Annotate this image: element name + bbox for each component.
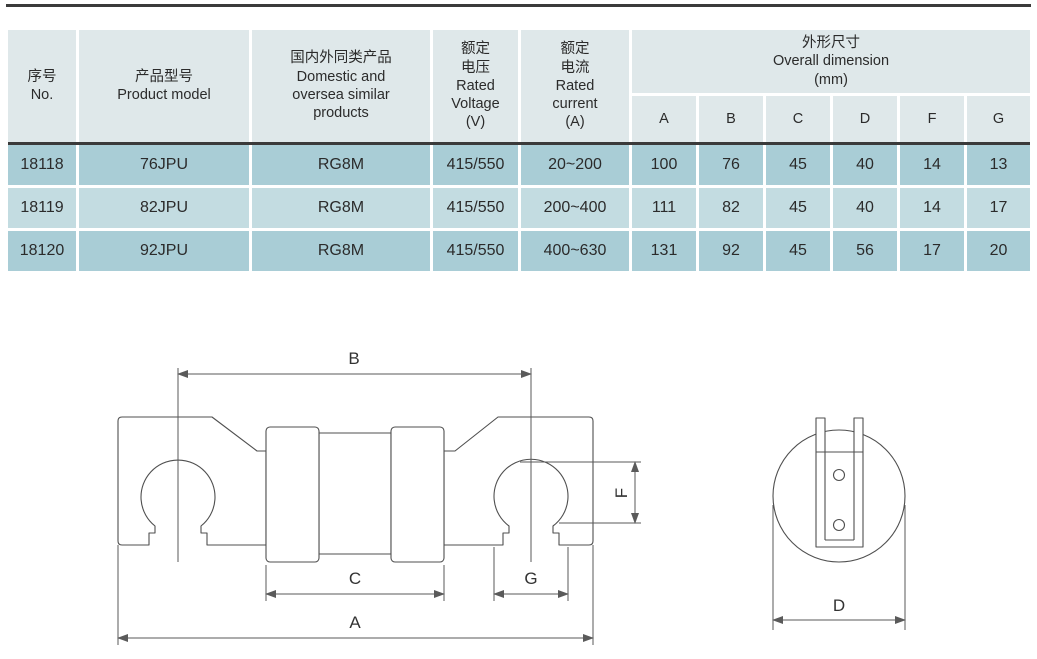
- header-similar-products: 国内外同类产品 Domestic and oversea similar pro…: [252, 30, 430, 142]
- header-overall-dimension: 外形尺寸 Overall dimension (mm): [632, 30, 1030, 93]
- dim-label-A: A: [349, 613, 361, 632]
- side-view-right-block: [443, 416, 594, 546]
- fuse-side-view: [117, 416, 594, 563]
- table-cell: 56: [833, 230, 897, 271]
- header-dim-d: D: [833, 96, 897, 142]
- table-cell: 13: [967, 144, 1030, 185]
- table-cell: 76: [699, 144, 763, 185]
- dim-label-B: B: [348, 349, 359, 368]
- end-view-blade-body: [815, 451, 864, 548]
- table-cell: 82JPU: [79, 187, 249, 228]
- table-cell: RG8M: [252, 187, 430, 228]
- header-rated-current: 额定 电流 Rated current (A): [521, 30, 629, 142]
- table-cell: 20: [967, 230, 1030, 271]
- page-top-rule: [6, 4, 1031, 7]
- table-cell: 18120: [8, 230, 76, 271]
- table-cell: 200~400: [521, 187, 629, 228]
- end-view-upper-hole: [832, 468, 846, 482]
- dimension-labels: B C G A F D: [348, 349, 845, 632]
- table-cell: 18119: [8, 187, 76, 228]
- table-header: 序号 No. 产品型号 Product model 国内外同类产品 Domest…: [8, 30, 1030, 142]
- table-row: 18119 82JPU RG8M 415/550 200~400 111 82 …: [8, 187, 1030, 228]
- dim-label-F: F: [612, 488, 631, 498]
- side-view-center-tube: [318, 432, 392, 555]
- table-cell: 14: [900, 144, 964, 185]
- header-dim-a: A: [632, 96, 696, 142]
- end-view-dimensions: [772, 505, 906, 630]
- table-cell: 17: [967, 187, 1030, 228]
- table-cell: 131: [632, 230, 696, 271]
- table-cell: 45: [766, 230, 830, 271]
- table-cell: 40: [833, 144, 897, 185]
- table-cell: 18118: [8, 144, 76, 185]
- table-cell: 92JPU: [79, 230, 249, 271]
- table-cell: 415/550: [433, 144, 518, 185]
- table-cell: 415/550: [433, 230, 518, 271]
- table-cell: 400~630: [521, 230, 629, 271]
- dim-label-D: D: [833, 596, 845, 615]
- side-view-right-band: [390, 426, 445, 563]
- header-no: 序号 No.: [8, 30, 76, 142]
- table-cell: RG8M: [252, 144, 430, 185]
- product-table: 序号 No. 产品型号 Product model 国内外同类产品 Domest…: [8, 30, 1030, 271]
- table-cell: RG8M: [252, 230, 430, 271]
- fuse-end-view: [772, 417, 906, 563]
- table-cell: 20~200: [521, 144, 629, 185]
- end-view-left-prong: [815, 417, 826, 453]
- table-cell: 82: [699, 187, 763, 228]
- dim-label-C: C: [349, 569, 361, 588]
- table-row: 18120 92JPU RG8M 415/550 400~630 131 92 …: [8, 230, 1030, 271]
- header-dim-b: B: [699, 96, 763, 142]
- table-cell: 100: [632, 144, 696, 185]
- end-view-lower-hole: [832, 518, 846, 532]
- table-cell: 76JPU: [79, 144, 249, 185]
- table-row: 18118 76JPU RG8M 415/550 20~200 100 76 4…: [8, 144, 1030, 185]
- header-rated-voltage: 额定 电压 Rated Voltage (V): [433, 30, 518, 142]
- table-cell: 40: [833, 187, 897, 228]
- side-view-dimensions: [117, 368, 641, 645]
- side-view-left-block: [117, 416, 267, 546]
- header-dim-f: F: [900, 96, 964, 142]
- header-divider: [8, 142, 1030, 145]
- dim-label-G: G: [524, 569, 537, 588]
- table-cell: 415/550: [433, 187, 518, 228]
- table-cell: 111: [632, 187, 696, 228]
- table-cell: 17: [900, 230, 964, 271]
- header-product-model: 产品型号 Product model: [79, 30, 249, 142]
- table-cell: 45: [766, 144, 830, 185]
- table-cell: 14: [900, 187, 964, 228]
- table-cell: 92: [699, 230, 763, 271]
- header-dim-g: G: [967, 96, 1030, 142]
- end-view-right-prong: [853, 417, 864, 453]
- table-cell: 45: [766, 187, 830, 228]
- side-view-left-band: [265, 426, 320, 563]
- end-view-body-circle: [772, 429, 906, 563]
- header-dim-c: C: [766, 96, 830, 142]
